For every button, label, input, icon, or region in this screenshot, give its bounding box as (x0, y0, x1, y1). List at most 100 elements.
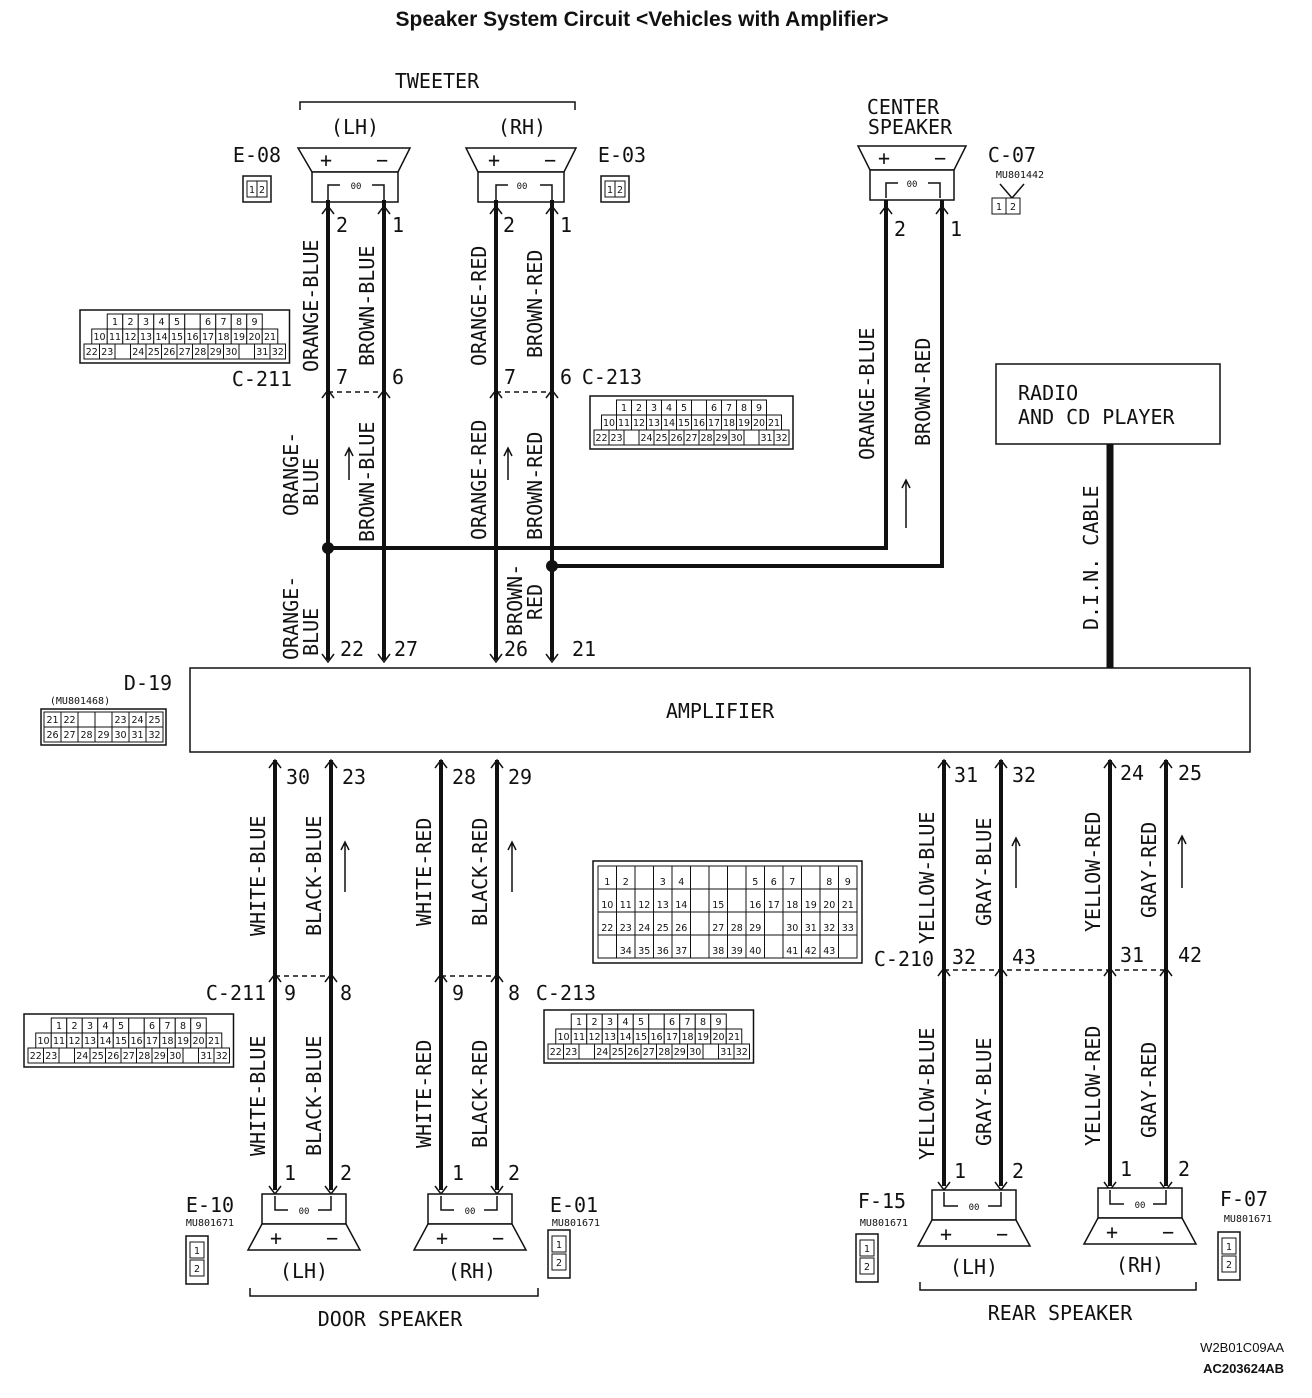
door-speaker-rh: 00 + − (RH) (412, 1193, 528, 1283)
door-speaker-lh-connector: E-10 (186, 1193, 234, 1217)
connector-pin-number: 31 (200, 1051, 212, 1062)
connector-pin-number: 1 (56, 1021, 62, 1032)
door-speaker-group-label: DOOR SPEAKER (318, 1307, 463, 1331)
svg-text:WHITE-BLUE: WHITE-BLUE (246, 816, 270, 936)
connector-pin (733, 1043, 750, 1060)
svg-text:BLACK-RED: BLACK-RED (468, 1040, 492, 1148)
connector-pin (727, 865, 747, 890)
connector-pin-number: 17 (202, 332, 214, 343)
upper-wiring (321, 200, 949, 664)
connector-pin-number: 18 (681, 1032, 693, 1043)
connector-pin (114, 343, 131, 360)
connector-pin-number: 25 (655, 433, 667, 444)
svg-text:1: 1 (556, 1240, 562, 1251)
connector-pin-number: 27 (685, 433, 697, 444)
svg-text:ORANGE-BLUE: ORANGE-BLUE (299, 240, 323, 372)
svg-text:BROWN-RED: BROWN-RED (523, 432, 547, 540)
connector-pin-number: 26 (46, 730, 58, 741)
connector-pin-number: 7 (726, 403, 732, 414)
svg-text:BLACK-BLUE: BLACK-BLUE (302, 1036, 326, 1156)
connector-pin-number: 22 (601, 923, 613, 934)
connector-pin-number: 22 (86, 347, 98, 358)
connector-pin-number: 20 (712, 1032, 724, 1043)
svg-text:GRAY-BLUE: GRAY-BLUE (972, 1038, 996, 1146)
connector-pin-number: 30 (730, 433, 742, 444)
svg-text:BROWN-BLUE: BROWN-BLUE (355, 422, 379, 542)
svg-text:29: 29 (508, 765, 532, 789)
connector-pin-number: 22 (595, 433, 607, 444)
svg-text:YELLOW-RED: YELLOW-RED (1081, 1026, 1105, 1146)
svg-text:1: 1 (392, 213, 404, 237)
connector-pin-number: 31 (256, 347, 268, 358)
svg-text:28: 28 (452, 765, 476, 789)
door-speaker-lh-part-no: MU801671 (186, 1218, 234, 1229)
door-speaker-lh-side: (LH) (280, 1259, 328, 1283)
rear-speaker-rh-part-no: MU801671 (1224, 1214, 1272, 1225)
connector-pin-number: 34 (620, 946, 632, 957)
connector-pin (182, 1047, 199, 1064)
svg-text:7: 7 (336, 365, 348, 389)
svg-text:1: 1 (864, 1244, 870, 1255)
svg-text:WHITE-RED: WHITE-RED (412, 1040, 436, 1148)
connector-pin-number: 8 (826, 877, 832, 888)
connector-pin-number: 7 (164, 1021, 170, 1032)
connector-pin-number: 7 (220, 317, 226, 328)
connector-pin (623, 429, 640, 446)
c211-top-label: C-211 (232, 367, 292, 391)
connector-pin-number: 24 (640, 433, 652, 444)
connector-pin-number: 32 (823, 923, 835, 934)
connector-pin (648, 1013, 665, 1030)
svg-text:ORANGE-RED: ORANGE-RED (467, 246, 491, 366)
upper-wire-labels: ORANGE-BLUE BROWN-BLUE ORANGE-RED BROWN-… (279, 240, 935, 660)
svg-text:31: 31 (1120, 943, 1144, 967)
connector-pin-number: 42 (805, 946, 817, 957)
connector-pin-number: 20 (823, 900, 835, 911)
svg-text:00: 00 (299, 1207, 310, 1217)
connector-pin (269, 343, 286, 360)
connector-pin-number: 10 (557, 1032, 569, 1043)
connector-pin-number: 28 (731, 923, 743, 934)
connector-pin (801, 865, 821, 890)
connector-pin-number: 30 (114, 730, 126, 741)
connector-pin-number: 22 (550, 1047, 562, 1058)
connector-pin-number: 25 (92, 1051, 104, 1062)
connector-pin-number: 9 (715, 1017, 721, 1028)
connector-pin (690, 934, 710, 959)
svg-text:26: 26 (504, 637, 528, 661)
svg-text:2: 2 (556, 1258, 562, 1269)
connector-pin-number: 20 (192, 1036, 204, 1047)
connector-pin-number: 1 (112, 317, 118, 328)
svg-text:1: 1 (560, 213, 572, 237)
center-speaker-part-no: MU801442 (996, 170, 1044, 181)
connector-pin (743, 429, 760, 446)
connector-pin (634, 865, 654, 890)
footer-code-1: W2B01C09AA (1200, 1340, 1284, 1355)
door-speaker-bracket (249, 1288, 539, 1297)
connector-pin-number: 18 (217, 332, 229, 343)
svg-text:22: 22 (340, 637, 364, 661)
svg-text:2: 2 (503, 213, 515, 237)
svg-text:30: 30 (286, 765, 310, 789)
svg-text:YELLOW-RED: YELLOW-RED (1081, 812, 1105, 932)
svg-text:1: 1 (950, 217, 962, 241)
c210-label: C-210 (874, 947, 934, 971)
svg-text:2: 2 (340, 1161, 352, 1185)
connector-pin-number: 10 (37, 1036, 49, 1047)
connector-pin-number: 6 (771, 877, 777, 888)
svg-text:1: 1 (1226, 1242, 1232, 1253)
two-pin-connector-icon: 1 2 (185, 1235, 209, 1285)
svg-text:27: 27 (394, 637, 418, 661)
connector-pin (128, 1017, 145, 1034)
svg-text:1: 1 (284, 1161, 296, 1185)
tweeter-rh-speaker: + − 00 (464, 147, 578, 203)
connector-pin (94, 711, 113, 728)
connector-pin-number: 16 (650, 1032, 662, 1043)
connector-pin-number: 38 (712, 946, 724, 957)
connector-pin-number: 22 (30, 1051, 42, 1062)
connector-pin-number: 28 (658, 1047, 670, 1058)
connector-pin-number: 18 (786, 900, 798, 911)
center-speaker: CENTER SPEAKER + − 00 C-07 MU801442 1 2 (856, 95, 1044, 215)
